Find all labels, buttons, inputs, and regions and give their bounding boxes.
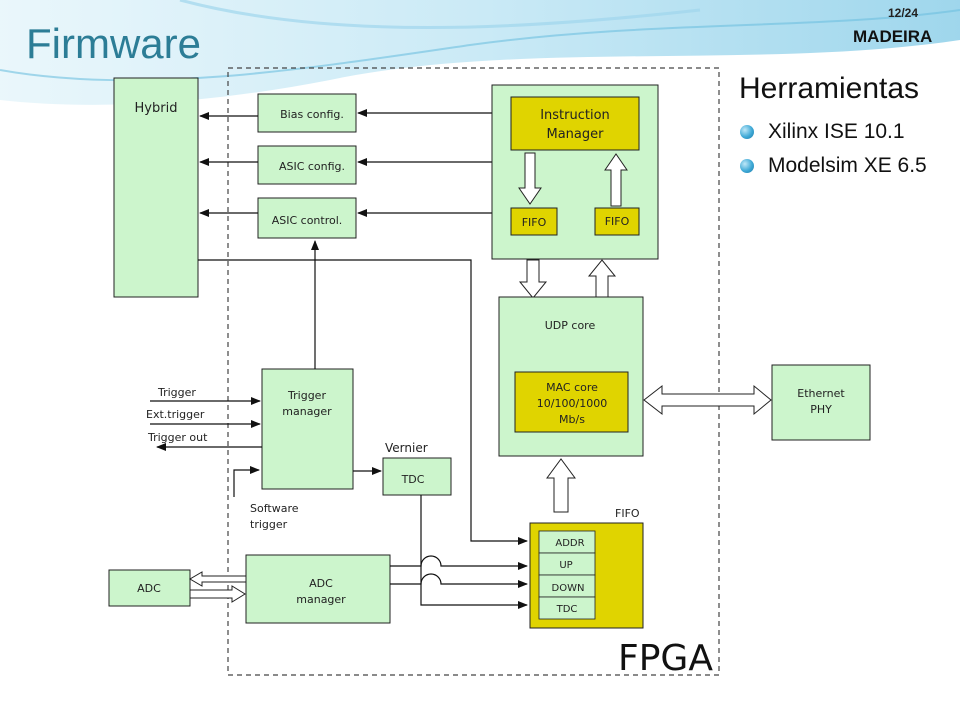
asic-control-block [257,197,357,239]
fifo-field-tdc-label: TDC [556,604,578,615]
tools-title: Herramientas [739,72,920,105]
asic-control-label: ASIC control. [272,214,343,227]
udp-phy-double-arrow [643,384,772,416]
tdc-label: TDC [401,473,425,486]
bullet-icon [740,159,754,173]
adc-manager-label-2: manager [296,593,346,606]
ext-trigger-label: Ext.trigger [146,408,205,421]
bullet-icon [740,125,754,139]
hybrid-block [113,77,199,298]
fifo-field-up-label: UP [559,560,572,571]
slide-title: Firmware [26,20,201,67]
ethernet-phy-label-1: Ethernet [797,387,845,400]
software-trigger-arrow [233,466,260,497]
fifo-in-box [510,207,558,236]
vernier-label: Vernier [385,441,428,455]
udp-to-im-hollow-arrow [587,259,617,299]
fifo-bottom-label: FIFO [615,507,640,520]
asic-config-label: ASIC config. [279,160,345,173]
instruction-manager-box [510,96,640,151]
fpga-label: FPGA [618,638,713,679]
trigger-manager-block [261,368,354,490]
brand-label: MADEIRA [853,27,933,46]
tool-item-xilinx: Xilinx ISE 10.1 [740,120,905,144]
adc-manager-label-1: ADC [309,577,333,590]
asic-config-block [257,145,357,185]
instruction-manager-label-1: Instruction [540,108,610,123]
fifo-to-im-hollow-arrow [604,153,628,207]
tool-item-modelsim: Modelsim XE 6.5 [740,154,927,178]
mac-core-label-2: 10/100/1000 [537,397,607,410]
fifo-out-box [594,207,640,236]
trigger-out-label: Trigger out [147,431,208,444]
fifo-in-label: FIFO [522,216,547,229]
adc-manager-to-adc-arrow [189,571,247,587]
udp-core-label: UDP core [545,319,596,332]
trigger-manager-label-2: manager [282,405,332,418]
software-trigger-label-2: trigger [250,518,288,531]
fifo-field-addr-label: ADDR [555,538,584,549]
adc-up-line [390,555,528,570]
ethernet-phy-block [771,364,871,441]
adc-label: ADC [137,582,161,595]
fifo-to-udp-hollow-arrow [546,458,576,513]
adc-block [108,569,191,607]
hybrid-to-fifo-line [198,259,528,545]
adc-down-line [390,573,528,588]
adc-to-adc-manager-arrow [189,585,246,603]
trigger-manager-label-1: Trigger [287,389,326,402]
hybrid-label: Hybrid [135,101,178,116]
tool-label: Modelsim XE 6.5 [768,154,927,177]
instruction-manager-label-2: Manager [547,127,605,142]
page-number: 12/24 [888,6,919,20]
tdc-block [382,457,452,496]
mac-core-label-1: MAC core [546,381,598,394]
adc-manager-block [245,554,391,624]
mac-core-box [514,371,629,433]
software-trigger-label-1: Software [250,502,299,515]
bias-config-label: Bias config. [280,108,344,121]
im-to-udp-hollow-arrow [518,259,548,299]
fifo-field-down-label: DOWN [552,583,585,594]
fifo-field-tdc [538,596,596,620]
fifo-out-label: FIFO [605,215,630,228]
bias-config-block [257,93,357,133]
tool-label: Xilinx ISE 10.1 [768,120,905,143]
fpga-boundary [227,67,720,676]
mac-core-label-3: Mb/s [559,413,585,426]
ethernet-phy-label-2: PHY [810,403,832,416]
trigger-label: Trigger [157,386,196,399]
im-to-fifo-hollow-arrow [518,152,542,205]
tdc-to-fifo-line [420,495,528,609]
